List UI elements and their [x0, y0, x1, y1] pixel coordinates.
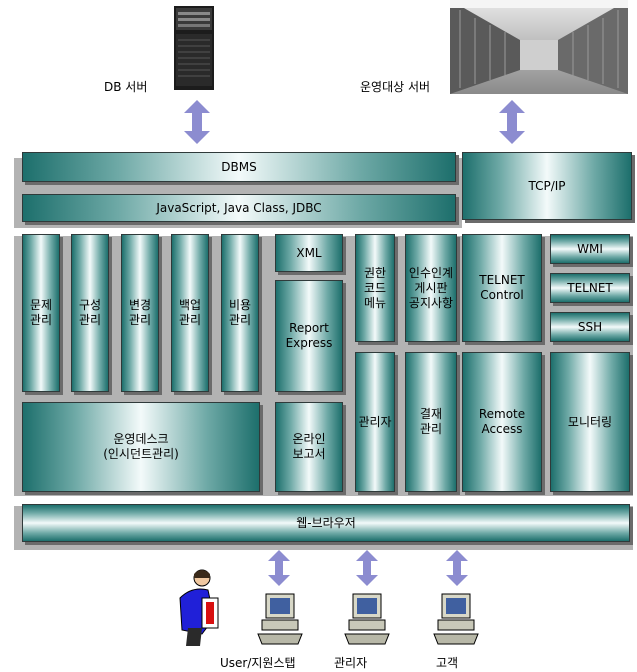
db-server-caption: DB 서버: [104, 80, 148, 94]
backup-mgmt-box: 백업 관리: [171, 234, 209, 392]
cost-mgmt-box: 비용 관리: [221, 234, 259, 392]
tcpip-label: TCP/IP: [528, 178, 566, 193]
ops-desk-label: 운영데스크 (인시던트관리): [103, 432, 179, 461]
ssh-label: SSH: [577, 319, 603, 334]
monitoring-box: 모니터링: [550, 352, 630, 492]
xml-box: XML: [275, 234, 343, 272]
customer-arrow-icon: [446, 550, 468, 586]
telnet-box: TELNET: [550, 273, 630, 303]
ops-desk-box: 운영데스크 (인시던트관리): [22, 402, 260, 492]
report-express-label: Report Express: [285, 321, 333, 350]
web-browser-box: 웹-브라우저: [22, 504, 630, 542]
wmi-label: WMI: [577, 241, 603, 256]
monitoring-label: 모니터링: [567, 414, 613, 429]
user-arrow-icon: [268, 550, 290, 586]
target-arrow-icon: [499, 100, 525, 144]
dbms-label: DBMS: [221, 159, 257, 174]
change-mgmt-box: 변경 관리: [121, 234, 159, 392]
java-label: JavaScript, Java Class, JDBC: [156, 200, 322, 215]
customer-computer-icon: [433, 593, 479, 645]
telnet-control-label: TELNET Control: [479, 273, 525, 302]
online-report-label: 온라인 보고서: [292, 432, 326, 461]
person-icon: [179, 569, 219, 646]
report-express-box: Report Express: [275, 280, 343, 392]
user-computer-icon: [257, 593, 303, 645]
target-server-image: [450, 0, 628, 94]
wmi-box: WMI: [550, 234, 630, 264]
admin-label: 관리자: [358, 414, 392, 429]
auth-code-menu-box: 권한 코드 메뉴: [355, 234, 395, 342]
admin-box: 관리자: [355, 352, 395, 492]
xml-label: XML: [296, 245, 322, 260]
telnet-label: TELNET: [567, 280, 613, 295]
tcpip-box: TCP/IP: [462, 152, 632, 220]
approval-mgmt-label: 결재 관리: [419, 407, 443, 436]
remote-access-label: Remote Access: [478, 407, 526, 436]
problem-mgmt-label: 문제 관리: [29, 298, 53, 327]
remote-access-box: Remote Access: [462, 352, 542, 492]
db-arrow-icon: [184, 100, 210, 144]
handover-board-label: 인수인계 게시판 공지사항: [408, 265, 454, 310]
java-box: JavaScript, Java Class, JDBC: [22, 194, 456, 222]
handover-board-box: 인수인계 게시판 공지사항: [405, 234, 457, 342]
user-support-caption: User/지원스탭: [220, 656, 296, 670]
ssh-box: SSH: [550, 312, 630, 342]
cost-mgmt-label: 비용 관리: [228, 298, 252, 327]
online-report-box: 온라인 보고서: [275, 402, 343, 492]
problem-mgmt-box: 문제 관리: [22, 234, 60, 392]
admin-user-caption: 관리자: [334, 656, 368, 670]
telnet-control-box: TELNET Control: [462, 234, 542, 342]
auth-code-menu-label: 권한 코드 메뉴: [363, 265, 387, 310]
config-mgmt-label: 구성 관리: [78, 298, 102, 327]
customer-caption: 고객: [436, 656, 459, 670]
config-mgmt-box: 구성 관리: [71, 234, 109, 392]
admin-arrow-icon: [356, 550, 378, 586]
db-server-image: [172, 4, 216, 92]
approval-mgmt-box: 결재 관리: [405, 352, 457, 492]
admin-computer-icon: [344, 593, 390, 645]
change-mgmt-label: 변경 관리: [128, 298, 152, 327]
dbms-box: DBMS: [22, 152, 456, 182]
backup-mgmt-label: 백업 관리: [178, 298, 202, 327]
target-server-caption: 운영대상 서버: [360, 80, 431, 94]
web-browser-label: 웹-브라우저: [296, 515, 356, 530]
